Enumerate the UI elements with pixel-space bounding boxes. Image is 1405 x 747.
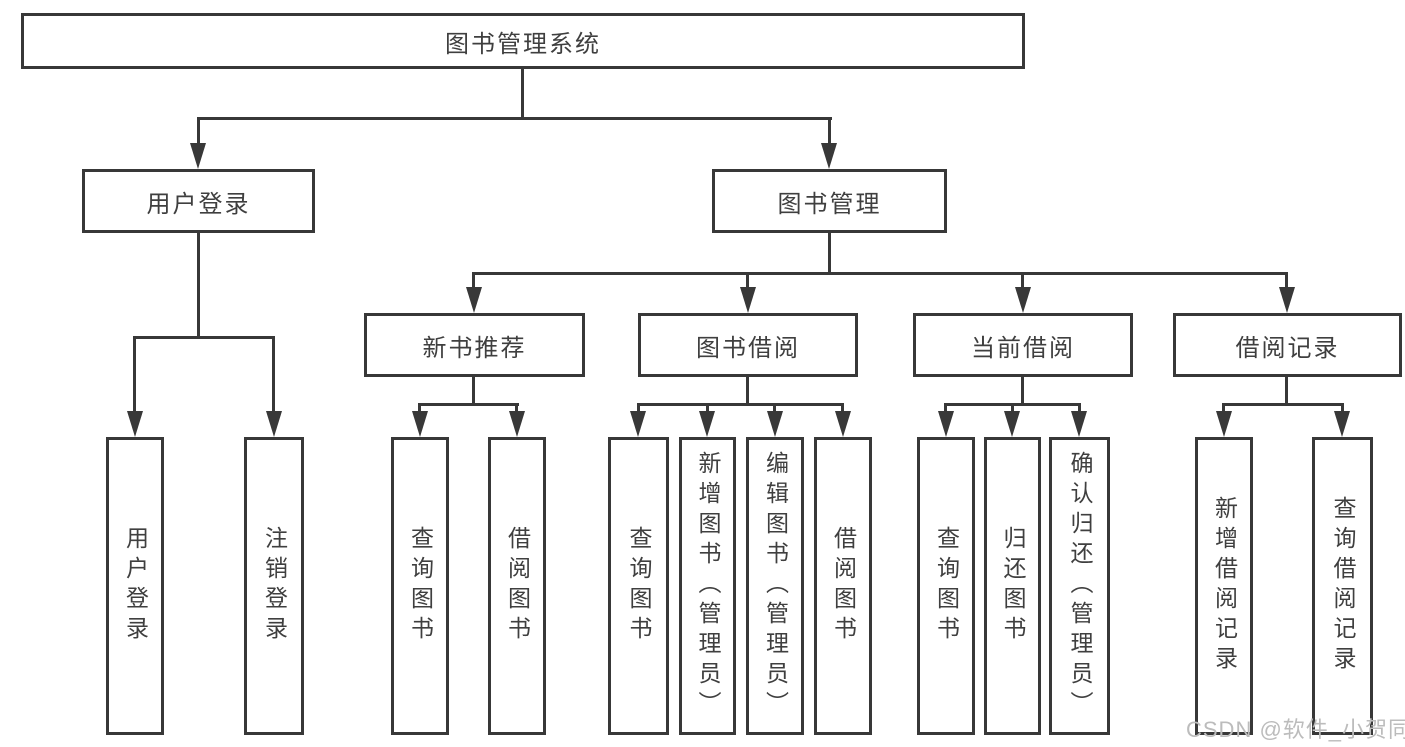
- node-new-book-recommendation: 新书推荐: [364, 313, 585, 377]
- arrow-down-icon: [1071, 411, 1087, 437]
- node-label: 查询借阅记录: [1330, 496, 1356, 676]
- watermark: CSDN @软件_小贺同学: [1186, 717, 1405, 742]
- arrow-down-icon: [509, 411, 525, 437]
- node-query-books-recommend: 查询图书: [391, 437, 449, 735]
- arrow-down-icon: [699, 411, 715, 437]
- node-label: 新书推荐: [422, 334, 527, 362]
- connector-drop: [472, 272, 475, 292]
- node-logout: 注销登录: [244, 437, 304, 735]
- node-library-management-system: 图书管理系统: [21, 13, 1025, 69]
- node-label: 归还图书: [1000, 526, 1026, 646]
- connector-drop: [1285, 272, 1288, 292]
- connector-bus: [1223, 403, 1344, 406]
- node-label: 编辑图书（管理员）: [762, 451, 789, 721]
- node-borrow-books-recommend: 借阅图书: [488, 437, 546, 735]
- node-user-login: 用户登录: [82, 169, 315, 233]
- arrow-down-icon: [412, 411, 428, 437]
- connector-stem: [828, 233, 831, 275]
- node-label: 借阅图书: [504, 526, 531, 646]
- node-borrowing-records: 借阅记录: [1173, 313, 1402, 377]
- arrow-down-icon: [127, 411, 143, 437]
- arrow-down-icon: [767, 411, 783, 437]
- node-label: 查询图书: [407, 526, 434, 646]
- arrow-down-icon: [190, 143, 206, 169]
- node-current-borrowing: 当前借阅: [913, 313, 1133, 377]
- connector-bus: [419, 403, 519, 406]
- node-label: 查询图书: [933, 526, 960, 646]
- node-label: 图书管理系统: [445, 30, 601, 58]
- connector-drop: [133, 336, 136, 416]
- node-add-books-admin: 新增图书（管理员）: [679, 437, 736, 735]
- connector-bus: [637, 403, 844, 406]
- node-query-books-current: 查询图书: [917, 437, 975, 735]
- arrow-down-icon: [938, 411, 954, 437]
- connector-stem: [1021, 377, 1024, 406]
- arrow-down-icon: [1015, 287, 1031, 313]
- node-label: 借阅记录: [1235, 334, 1340, 362]
- node-user-login-leaf: 用户登录: [106, 437, 164, 735]
- arrow-down-icon: [1004, 411, 1020, 437]
- node-query-books-borrow: 查询图书: [608, 437, 669, 735]
- node-book-management: 图书管理: [712, 169, 947, 233]
- node-add-borrow-record: 新增借阅记录: [1195, 437, 1253, 735]
- node-label: 查询图书: [626, 526, 652, 646]
- node-label: 新增借阅记录: [1211, 496, 1238, 676]
- node-label: 用户登录: [146, 190, 251, 218]
- connector-drop: [1021, 272, 1024, 292]
- connector-bus: [133, 336, 275, 339]
- node-label: 注销登录: [261, 526, 288, 646]
- arrow-down-icon: [1216, 411, 1232, 437]
- node-query-borrow-record: 查询借阅记录: [1312, 437, 1373, 735]
- connector-stem: [1285, 377, 1288, 406]
- arrow-down-icon: [266, 411, 282, 437]
- arrow-down-icon: [835, 411, 851, 437]
- connector-stem: [472, 377, 475, 406]
- arrow-down-icon: [821, 143, 837, 169]
- connector-drop: [746, 272, 749, 292]
- arrow-down-icon: [630, 411, 646, 437]
- node-label: 图书管理: [777, 190, 882, 218]
- node-label: 确认归还（管理员）: [1067, 451, 1093, 721]
- arrow-down-icon: [1334, 411, 1350, 437]
- connector-stem: [197, 233, 200, 339]
- connector-level3-bus: [472, 272, 1287, 275]
- connector-drop: [272, 336, 275, 416]
- node-label: 当前借阅: [971, 334, 1075, 362]
- connector-drop: [828, 117, 831, 149]
- node-borrow-books-leaf: 借阅图书: [814, 437, 872, 735]
- node-label: 借阅图书: [830, 526, 857, 646]
- connector-level2-bus: [197, 117, 832, 120]
- connector-root-stem: [521, 69, 524, 120]
- node-label: 用户登录: [122, 526, 149, 646]
- arrow-down-icon: [740, 287, 756, 313]
- node-label: 图书借阅: [696, 334, 800, 362]
- node-return-books: 归还图书: [984, 437, 1041, 735]
- node-edit-books-admin: 编辑图书（管理员）: [746, 437, 804, 735]
- connector-drop: [197, 117, 200, 149]
- arrow-down-icon: [466, 287, 482, 313]
- arrow-down-icon: [1279, 287, 1295, 313]
- node-label: 新增图书（管理员）: [695, 451, 721, 721]
- node-confirm-return-admin: 确认归还（管理员）: [1049, 437, 1110, 735]
- connector-stem: [746, 377, 749, 406]
- node-book-borrowing: 图书借阅: [638, 313, 858, 377]
